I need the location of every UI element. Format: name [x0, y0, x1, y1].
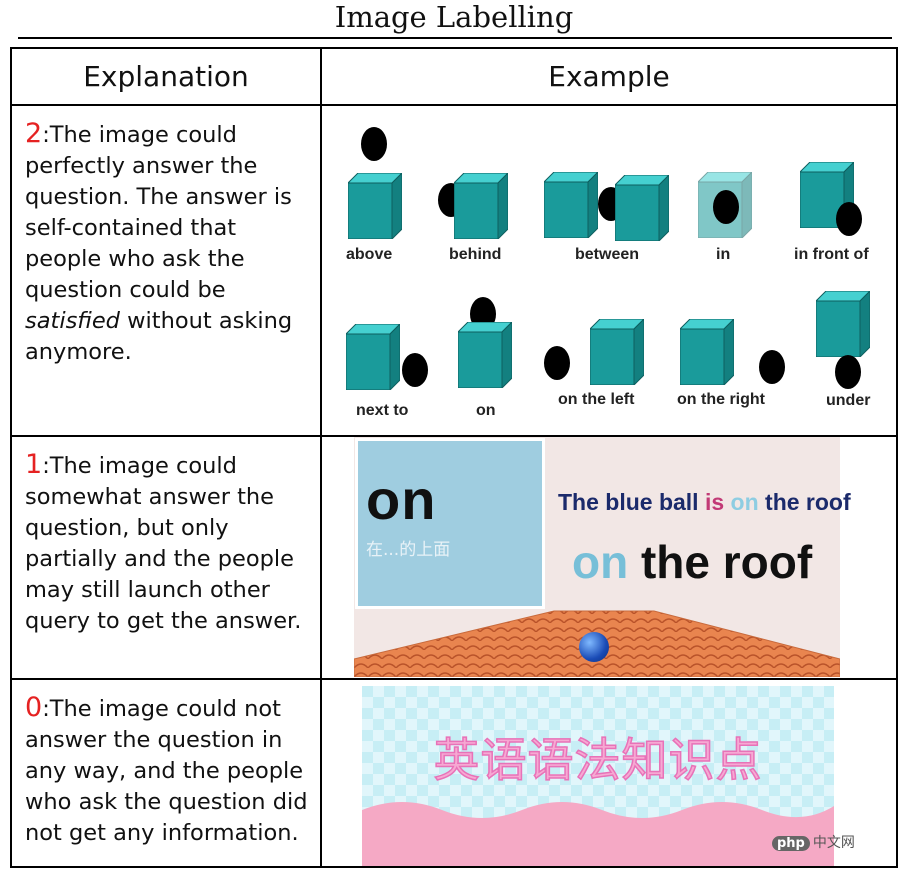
on-the-roof-illustration: on 在...的上面 The blue ball is on the roof … — [322, 437, 898, 678]
chinese-caption: 在...的上面 — [366, 540, 451, 560]
cube-icon — [590, 319, 644, 385]
explanation-emphasis: satisfied — [25, 308, 120, 334]
explanation-cell: 0:The image could not answer the questio… — [10, 678, 322, 868]
title-rule — [18, 37, 892, 39]
explanation-cell: 2:The image could perfectly answer the q… — [10, 104, 322, 437]
ball-icon — [361, 127, 387, 161]
php-logo: php — [772, 836, 810, 851]
score-label: 2 — [25, 118, 43, 149]
blue-ball-icon — [579, 632, 609, 662]
cube-icon — [680, 319, 734, 385]
example-cell: on 在...的上面 The blue ball is on the roof … — [320, 435, 898, 680]
ball-icon — [544, 346, 570, 380]
label-under: under — [826, 392, 871, 409]
label-above: above — [346, 246, 393, 263]
label-on: on — [476, 402, 496, 419]
cube-icon — [346, 324, 400, 390]
prepositions-illustration: above behind between in in front of — [322, 106, 898, 435]
on-word: on — [366, 468, 437, 531]
table-row: 1:The image could somewhat answer the qu… — [10, 435, 898, 680]
explanation-body: :The image could not answer the question… — [25, 696, 308, 846]
explanation-cell: 1:The image could somewhat answer the qu… — [10, 435, 322, 680]
ball-icon — [759, 350, 785, 384]
example-cell: above behind between in in front of — [320, 104, 898, 437]
cube-icon — [454, 173, 508, 239]
big-phrase: on the roof — [572, 536, 813, 588]
explanation-body-end: without asking anymore. — [25, 308, 293, 365]
label-in: in — [716, 246, 731, 263]
chinese-title: 英语语法知识点 — [433, 732, 763, 788]
cube-icon — [615, 175, 669, 241]
label-between: between — [575, 246, 640, 263]
cube-icon — [816, 291, 870, 357]
ball-icon — [835, 355, 861, 389]
document-title: Image Labelling — [334, 0, 574, 34]
explanation-text: 0:The image could not answer the questio… — [12, 680, 320, 849]
ball-icon — [836, 202, 862, 236]
explanation-body: :The image could somewhat answer the que… — [25, 453, 302, 634]
header-example: Example — [320, 47, 898, 106]
explanation-text: 2:The image could perfectly answer the q… — [12, 106, 320, 368]
example-sentence: The blue ball is on the roof — [558, 489, 851, 515]
label-next-to: next to — [356, 402, 409, 419]
cube-icon — [458, 322, 512, 388]
header-explanation: Explanation — [10, 47, 322, 106]
label-behind: behind — [449, 246, 502, 263]
table-row: 2:The image could perfectly answer the q… — [10, 104, 898, 437]
labelling-table: Explanation Example 2:The image could pe… — [10, 47, 898, 868]
score-label: 0 — [25, 692, 43, 723]
explanation-body: :The image could perfectly answer the qu… — [25, 122, 292, 303]
label-in-front-of: in front of — [794, 246, 869, 263]
score-label: 1 — [25, 449, 43, 480]
explanation-text: 1:The image could somewhat answer the qu… — [12, 437, 320, 637]
pink-wave — [362, 802, 834, 866]
cube-icon — [348, 173, 402, 239]
table-row: 0:The image could not answer the questio… — [10, 678, 898, 868]
cube-icon — [544, 172, 598, 238]
label-on-the-left: on the left — [558, 391, 635, 408]
label-on-the-right: on the right — [677, 391, 765, 408]
ball-icon — [402, 353, 428, 387]
on-card — [358, 441, 542, 606]
ball-icon — [713, 190, 739, 224]
